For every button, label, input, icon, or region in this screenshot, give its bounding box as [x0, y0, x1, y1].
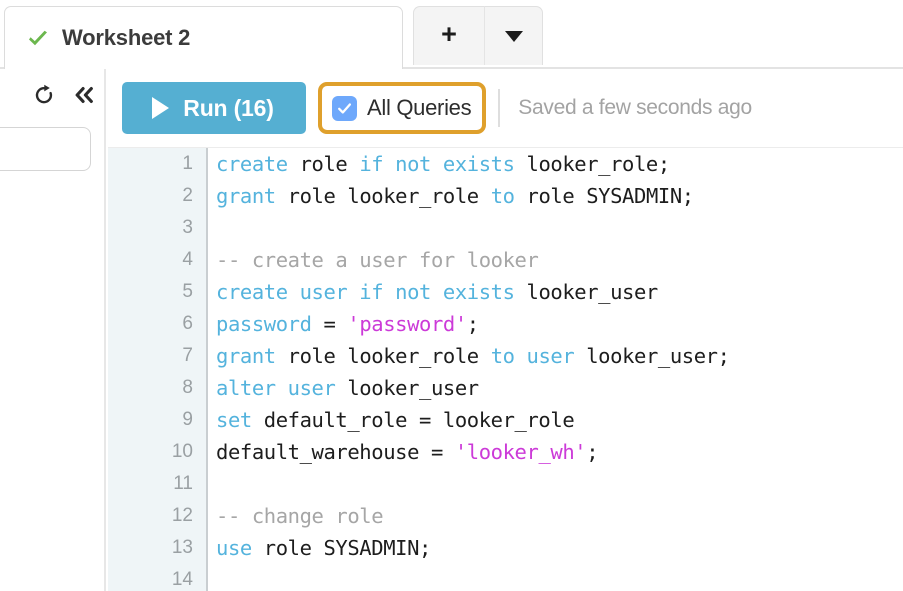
code-line[interactable]: create user if not exists looker_user	[216, 276, 903, 308]
line-number: 1	[182, 153, 193, 174]
caret-down-icon	[504, 30, 523, 42]
code-line[interactable]: grant role looker_role to role SYSADMIN;	[216, 180, 903, 212]
line-number: 3	[182, 217, 193, 238]
gutter-divider	[206, 148, 208, 591]
green-check-icon	[27, 30, 49, 48]
code-token: looker_user	[514, 280, 659, 304]
toolbar-divider	[498, 89, 501, 127]
play-triangle-icon	[152, 97, 170, 119]
code-token: grant	[216, 184, 276, 208]
add-worksheet-button[interactable]: +	[413, 6, 485, 65]
code-token: alter user	[216, 376, 336, 400]
code-token: role	[287, 152, 360, 176]
line-number: 14	[171, 569, 193, 590]
editor-toolbar: Run (16) All Queries Saved a few seconds…	[108, 69, 903, 147]
checkmark-icon	[338, 102, 352, 114]
tab-title: Worksheet 2	[62, 25, 191, 50]
code-line[interactable]: -- change role	[216, 500, 903, 532]
run-button[interactable]: Run (16)	[122, 82, 306, 134]
code-token: -- create a user for looker	[216, 248, 539, 272]
code-line[interactable]: create role if not exists looker_role;	[216, 148, 903, 180]
code-token: set	[216, 408, 252, 432]
line-number: 2	[182, 185, 193, 206]
line-number: 6	[182, 313, 193, 334]
code-token: to	[490, 184, 515, 208]
worksheet-menu-button[interactable]	[485, 6, 543, 65]
line-number: 7	[182, 345, 193, 366]
code-token: looker_user	[335, 376, 479, 400]
code-token: looker_role;	[514, 152, 671, 176]
code-token: =	[311, 312, 348, 336]
all-queries-checkbox[interactable]	[332, 95, 357, 121]
line-number: 8	[182, 377, 193, 398]
code-token: 'password'	[347, 312, 467, 336]
code-token: -- change role	[216, 504, 384, 528]
code-token: looker_user;	[574, 344, 730, 368]
line-number: 12	[171, 505, 193, 526]
code-line[interactable]: password = 'password';	[216, 308, 903, 340]
code-line[interactable]: default_warehouse = 'looker_wh';	[216, 436, 903, 468]
code-token: ;	[586, 440, 599, 464]
all-queries-label: All Queries	[367, 95, 472, 120]
line-number: 10	[171, 441, 193, 462]
left-sidebar	[0, 69, 106, 591]
code-line[interactable]	[216, 212, 903, 244]
code-token: role SYSADMIN;	[514, 184, 695, 208]
code-token: use	[216, 536, 252, 560]
code-token: ;	[466, 312, 479, 336]
code-token: default_role = looker_role	[251, 408, 575, 432]
all-queries-toggle[interactable]: All Queries	[318, 82, 487, 134]
tab-worksheet-2[interactable]: Worksheet 2	[4, 6, 403, 69]
code-token: default_warehouse =	[216, 440, 455, 464]
sidebar-search-input[interactable]	[0, 127, 91, 171]
code-token: create	[216, 152, 288, 176]
code-token: create user if not exists	[216, 280, 515, 304]
code-line[interactable]: grant role looker_role to user looker_us…	[216, 340, 903, 372]
code-token: role looker_role	[275, 344, 491, 368]
code-token: password	[216, 312, 312, 336]
code-token: 'looker_wh'	[454, 440, 587, 464]
run-button-label: Run (16)	[183, 94, 274, 121]
sidebar-actions	[32, 82, 96, 108]
new-tab-group: +	[413, 6, 543, 65]
code-line[interactable]: set default_role = looker_role	[216, 404, 903, 436]
code-token: if not exists	[359, 152, 515, 176]
double-chevron-left-icon[interactable]	[72, 82, 96, 108]
code-line[interactable]: alter user looker_user	[216, 372, 903, 404]
line-number: 11	[173, 473, 193, 494]
line-number: 4	[182, 249, 193, 270]
code-token: to user	[490, 344, 575, 368]
saved-status-text: Saved a few seconds ago	[518, 96, 752, 119]
code-line[interactable]: use role SYSADMIN;	[216, 532, 903, 564]
line-number: 13	[171, 537, 193, 558]
code-token: grant	[216, 344, 276, 368]
code-token: role SYSADMIN;	[251, 536, 432, 560]
code-token: role looker_role	[275, 184, 491, 208]
line-number: 5	[182, 281, 193, 302]
code-line[interactable]	[216, 468, 903, 500]
tab-bar: Worksheet 2 +	[0, 0, 903, 69]
code-line[interactable]: -- create a user for looker	[216, 244, 903, 276]
code-content[interactable]: create role if not exists looker_role;gr…	[208, 148, 903, 591]
line-number: 9	[182, 409, 193, 430]
refresh-icon[interactable]	[32, 82, 56, 108]
